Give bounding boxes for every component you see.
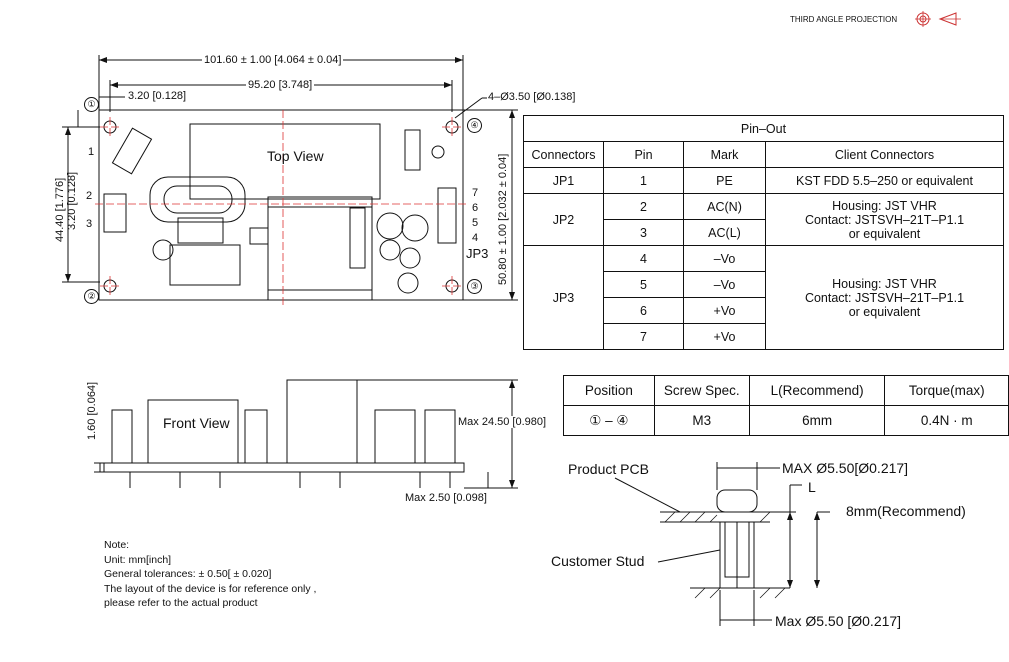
pinout-header-mark: Mark [683, 141, 766, 168]
hole-label-1: ① [84, 97, 99, 112]
jp3-mark-5: –Vo [683, 271, 766, 298]
jp3-client-line: Housing: JST VHR [832, 276, 937, 291]
pin-label-6: 6 [472, 202, 479, 214]
jp2-client-line: or equivalent [848, 226, 921, 241]
note-line: please refer to the actual product [104, 597, 258, 609]
screw-length: 6mm [748, 405, 886, 436]
hole-label-2: ② [84, 289, 99, 304]
note-tolerance: General tolerances: ± 0.50[ ± 0.020] [104, 568, 272, 580]
screw-header-torque: Torque(max) [884, 375, 1009, 406]
screw-position: ① – ④ [563, 405, 655, 436]
dim-pcb-thickness: 1.60 [0.064] [86, 381, 98, 440]
screw-table: Position Screw Spec. L(Recommend) Torque… [563, 375, 1009, 436]
jp1-pin: 1 [603, 167, 684, 194]
max-diameter-bottom-label: Max Ø5.50 [Ø0.217] [775, 613, 902, 629]
note-line: The layout of the device is for referenc… [104, 582, 317, 595]
screw-header-length: L(Recommend) [748, 375, 886, 406]
mount-detail-drawing [614, 462, 830, 626]
jp3-label: JP3 [466, 246, 489, 261]
pinout-table: Pin–Out Connectors Pin Mark Client Conne… [523, 115, 1004, 350]
hole-label-3: ③ [467, 279, 482, 294]
dim-max-lead: Max 2.50 [0.098] [405, 492, 487, 504]
dim-hole-offset: 3.20 [0.128] [128, 90, 187, 102]
max-diameter-top-label: MAX Ø5.50[Ø0.217] [782, 460, 909, 476]
top-view-title: Top View [267, 148, 324, 164]
jp2-client-line: Housing: JST VHR [832, 198, 937, 213]
projection-symbol-icon [915, 11, 961, 27]
front-view-title: Front View [163, 415, 230, 431]
jp2-pin-3: 3 [603, 219, 684, 246]
jp3-pin-5: 5 [603, 271, 684, 298]
pinout-header-connectors: Connectors [523, 141, 604, 168]
note-unit: Unit: mm[inch] [104, 553, 172, 566]
jp3-connector: JP3 [523, 245, 604, 350]
product-pcb-label: Product PCB [568, 461, 649, 477]
pin-label-4: 4 [472, 232, 479, 244]
jp3-pin-4: 4 [603, 245, 684, 272]
jp2-pin-2: 2 [603, 193, 684, 220]
pin-label-5: 5 [472, 217, 479, 229]
dim-height-left: 44.40 [1.776] [54, 177, 66, 242]
length-l-label: L [808, 479, 816, 495]
screw-torque: 0.4N · m [884, 405, 1009, 436]
pinout-header-client: Client Connectors [765, 141, 1004, 168]
jp1-mark: PE [683, 167, 766, 194]
hole-label-4: ④ [467, 118, 482, 133]
jp3-mark-6: +Vo [683, 297, 766, 324]
pinout-title: Pin–Out [523, 115, 1004, 142]
customer-stud-label: Customer Stud [551, 553, 645, 569]
jp3-pin-6: 6 [603, 297, 684, 324]
pin-label-7: 7 [472, 187, 479, 199]
jp3-client: Housing: JST VHR Contact: JSTSVH–21T–P1.… [765, 245, 1004, 350]
jp2-mark-3: AC(L) [683, 219, 766, 246]
jp3-mark-7: +Vo [683, 323, 766, 350]
dim-hole-offset-vertical: 3.20 [0.128] [66, 171, 78, 230]
jp2-client: Housing: JST VHR Contact: JSTSVH–21T–P1.… [765, 193, 1004, 246]
jp3-pin-7: 7 [603, 323, 684, 350]
pinout-header-pin: Pin [603, 141, 684, 168]
notes-block: Note: Unit: mm[inch] General tolerances:… [104, 538, 316, 611]
recommend-length-label: 8mm(Recommend) [846, 503, 966, 519]
dim-max-height: Max 24.50 [0.980] [458, 416, 547, 428]
screw-header-spec: Screw Spec. [653, 375, 750, 406]
jp1-connector: JP1 [523, 167, 604, 194]
jp3-mark-4: –Vo [683, 245, 766, 272]
front-view-drawing [94, 379, 518, 489]
projection-label: THIRD ANGLE PROJECTION [790, 15, 898, 24]
dim-board-width: 101.60 ± 1.00 [4.064 ± 0.04] [202, 54, 344, 66]
jp2-mark-2: AC(N) [683, 193, 766, 220]
jp1-client: KST FDD 5.5–250 or equivalent [765, 167, 1004, 194]
note-title: Note: [104, 539, 130, 551]
pin-label-2: 2 [86, 190, 93, 202]
screw-spec: M3 [653, 405, 750, 436]
jp3-client-line: or equivalent [848, 304, 921, 319]
jp3-client-line: Contact: JSTSVH–21T–P1.1 [804, 290, 965, 305]
pin-label-1: 1 [88, 146, 95, 158]
dim-hole-diameter: 4–Ø3.50 [Ø0.138] [488, 91, 576, 103]
pin-label-3: 3 [86, 218, 93, 230]
jp2-connector: JP2 [523, 193, 604, 246]
screw-header-position: Position [563, 375, 655, 406]
jp2-client-line: Contact: JSTSVH–21T–P1.1 [804, 212, 965, 227]
dim-hole-span: 95.20 [3.748] [246, 79, 315, 91]
dim-height-right: 50.80 ± 1.00 [2.032 ± 0.04] [497, 153, 509, 285]
